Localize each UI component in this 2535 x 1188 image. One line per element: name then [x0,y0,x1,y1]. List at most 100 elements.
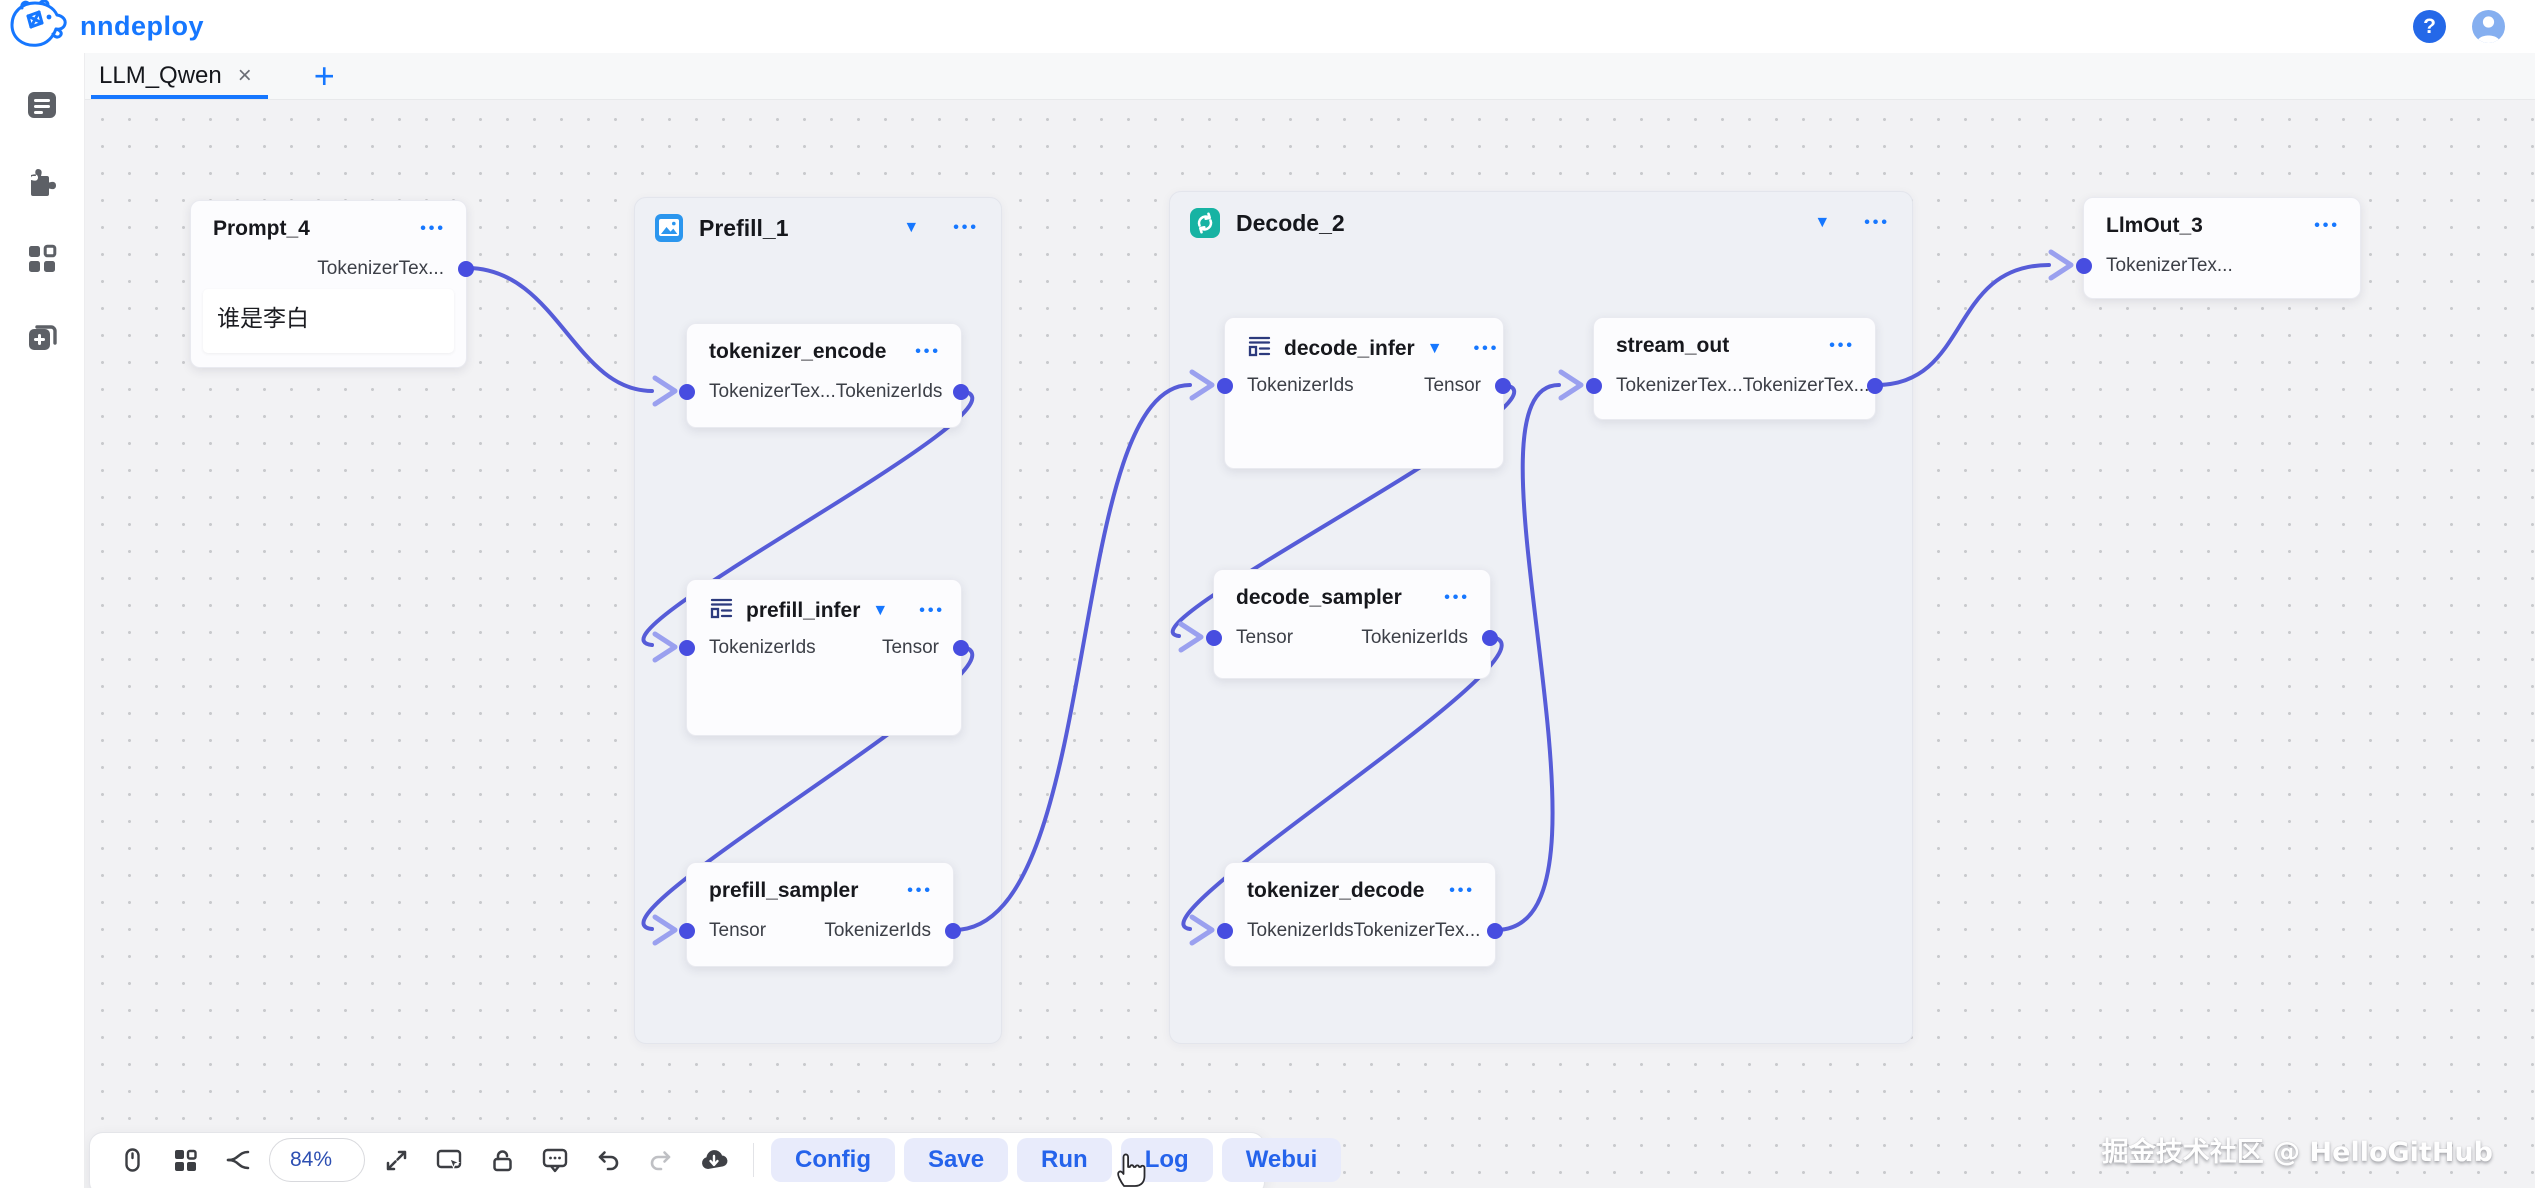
output-port-label: TokenizerTex... [1742,375,1870,396]
tab-close-icon[interactable]: × [237,62,252,89]
minimap-button[interactable] [163,1138,207,1182]
sidebar-item-workflows[interactable] [24,87,60,123]
more-menu-icon[interactable]: ••• [953,219,979,236]
collapse-caret-icon[interactable]: ▼ [1814,214,1831,231]
more-menu-icon[interactable]: ••• [2314,217,2340,234]
bottom-toolbar: Config Save Run Log Webui [89,1132,1342,1188]
input-port-dot[interactable] [679,384,695,400]
more-menu-icon[interactable]: ••• [919,602,946,619]
inference-form-icon [1247,334,1272,364]
help-button[interactable]: ? [2413,10,2446,43]
toolbar-divider [753,1143,754,1177]
node-title: tokenizer_encode [709,340,887,363]
output-port-dot[interactable] [953,640,969,656]
input-port-dot[interactable] [679,923,695,939]
more-menu-icon[interactable]: ••• [420,220,446,237]
input-port-dot[interactable] [1586,378,1602,394]
more-menu-icon[interactable]: ••• [1449,882,1475,899]
node-tokenizer-encode[interactable]: tokenizer_encode ••• TokenizerTex... Tok… [679,323,969,428]
lock-button[interactable] [480,1138,524,1182]
output-port-dot[interactable] [1495,378,1511,394]
log-button[interactable]: Log [1120,1138,1213,1182]
output-port-dot[interactable] [1487,923,1503,939]
lock-icon [492,1149,512,1171]
more-menu-icon[interactable]: ••• [1864,214,1890,231]
run-button[interactable]: Run [1017,1138,1112,1182]
copy-add-icon [29,325,57,350]
config-button[interactable]: Config [771,1138,895,1182]
node-stream-out[interactable]: stream_out ••• TokenizerTex... Tokenizer… [1586,317,1883,420]
node-decode-sampler[interactable]: decode_sampler ••• Tensor TokenizerIds [1206,569,1498,679]
node-decode-infer[interactable]: decode_infer ▼ ••• TokenizerIds Tensor [1217,317,1511,469]
node-prefill-sampler[interactable]: prefill_sampler ••• Tensor TokenizerIds [679,862,961,967]
top-header: nndeploy ? [0,0,2535,53]
user-avatar[interactable] [2472,10,2505,43]
input-port-dot[interactable] [679,640,695,656]
output-port-label: TokenizerTex... [1353,920,1481,941]
node-prefill-infer[interactable]: prefill_infer ▼ ••• TokenizerIds Tensor [679,579,969,736]
node-title: prefill_sampler [709,879,859,902]
node-title: stream_out [1616,334,1730,357]
more-menu-icon[interactable]: ••• [915,343,941,360]
mouse-mode-button[interactable] [110,1138,154,1182]
input-port-label: TokenizerIds [1247,375,1354,396]
more-menu-icon[interactable]: ••• [1444,589,1470,606]
fit-view-button[interactable] [374,1138,418,1182]
output-port-dot[interactable] [458,261,474,277]
comment-bubble-icon [542,1148,568,1173]
undo-button[interactable] [586,1138,630,1182]
node-llmout3[interactable]: LlmOut_3 ••• TokenizerTex... [2076,197,2361,299]
input-port-dot[interactable] [1217,923,1233,939]
node-prompt4[interactable]: Prompt_4 ••• TokenizerTex... 谁是李白 [190,200,474,368]
output-port-label: TokenizerIds [835,381,943,402]
tab-llm-qwen[interactable]: LLM_Qwen × [85,53,274,99]
input-port-dot[interactable] [1206,630,1222,646]
output-port-dot[interactable] [1867,378,1883,394]
input-port-label: TokenizerTex... [2106,255,2233,276]
output-port-dot[interactable] [945,923,961,939]
dashboard-grid-icon [29,244,57,272]
more-menu-icon[interactable]: ••• [1473,340,1500,357]
node-tokenizer-decode[interactable]: tokenizer_decode ••• TokenizerIds Tokeni… [1217,862,1503,967]
input-port-dot[interactable] [1217,378,1233,394]
zoom-level-field[interactable] [269,1138,365,1182]
more-menu-icon[interactable]: ••• [1829,337,1855,354]
undo-icon [598,1151,619,1171]
layout-grid-icon [174,1149,197,1171]
collapse-caret-icon[interactable]: ▼ [903,219,920,236]
save-button[interactable]: Save [903,1138,1009,1182]
output-port-label: Tensor [1423,375,1481,396]
download-button[interactable] [692,1138,736,1182]
comment-button[interactable] [533,1138,577,1182]
inference-form-icon [709,596,734,626]
cloud-download-icon [702,1150,728,1169]
webui-button[interactable]: Webui [1221,1138,1342,1182]
sidebar-item-plugins[interactable] [24,164,60,200]
collapse-caret-icon[interactable]: ▼ [872,602,892,619]
left-sidebar [0,53,85,1188]
list-panel-icon [28,92,56,118]
mouse-icon [124,1147,140,1172]
sidebar-item-new-canvas[interactable] [24,318,60,354]
output-port-dot[interactable] [1482,630,1498,646]
add-tab-button[interactable]: + [313,55,335,96]
zoom-level-input[interactable] [290,1148,350,1172]
group-prefill-header: Prefill_1 ▼ ••• [635,198,1001,242]
sidebar-item-components[interactable] [24,241,60,277]
input-port-dot[interactable] [2076,258,2092,274]
redo-button[interactable] [639,1138,683,1182]
input-port-label: TokenizerIds [1247,920,1354,941]
output-port-dot[interactable] [953,384,969,400]
screen-share-icon [436,1149,462,1170]
input-port-label: TokenizerTex... [1616,375,1743,396]
present-button[interactable] [427,1138,471,1182]
collapse-caret-icon[interactable]: ▼ [1426,340,1446,357]
tab-label: LLM_Qwen [99,62,222,89]
nndeploy-mascot-logo-icon [8,0,70,54]
more-menu-icon[interactable]: ••• [907,882,933,899]
input-port-label: Tensor [709,920,767,941]
auto-layout-button[interactable] [216,1138,260,1182]
active-tab-underline [91,95,268,99]
prompt-text-input[interactable]: 谁是李白 [203,289,454,353]
